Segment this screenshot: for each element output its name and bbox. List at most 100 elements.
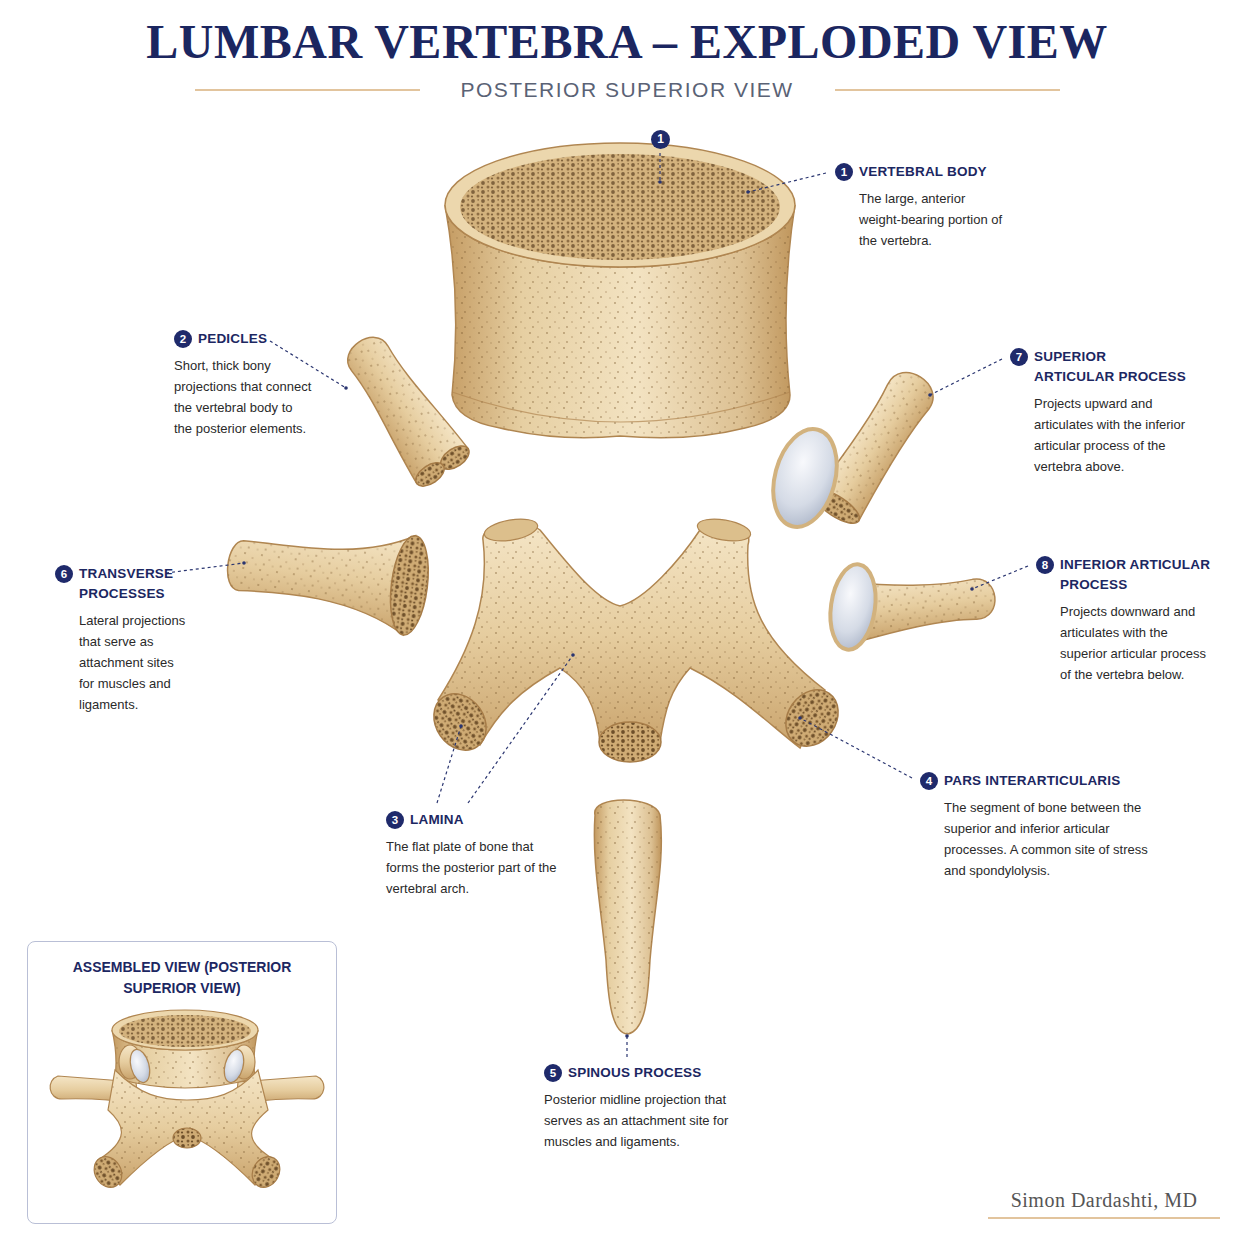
lamina-arch: [98, 1070, 275, 1185]
leader-line: [468, 655, 573, 803]
lamina-arch: [423, 515, 849, 762]
part-description: Projects downward and articulates with t…: [1060, 601, 1212, 685]
leader-dot: [746, 190, 750, 194]
part-description: The segment of bone between the superior…: [944, 797, 1166, 881]
leader-dot: [242, 561, 246, 565]
cut-surface: [775, 680, 849, 757]
callout-number: 6: [55, 565, 73, 583]
callout-label: 7SUPERIOR ARTICULAR PROCESS Projects upwa…: [1010, 347, 1189, 477]
callout-heading-row: 1 VERTEBRAL BODY: [835, 162, 1039, 182]
callout-number: 4: [920, 772, 938, 790]
part-description: The flat plate of bone that forms the po…: [386, 836, 558, 899]
cancellous-bone: [460, 154, 780, 260]
callout-number: 7: [1010, 348, 1028, 366]
part-name: LAMINA: [410, 810, 560, 830]
process-shaft: [222, 513, 415, 635]
cut-surface: [173, 1128, 201, 1148]
cut-surface: [247, 1152, 286, 1193]
diagram-title: LUMBAR VERTEBRA – EXPLODED VIEW: [146, 12, 1108, 72]
part-name: PARS INTERARTICULARIS: [944, 771, 1164, 791]
label-wrapper: POSTERIOR SUPERIOR VIEW: [460, 77, 793, 103]
leader-line: [659, 153, 660, 182]
callout-label: 6 TRANSVERSE PROCESSES Lateral projections…: [55, 564, 189, 715]
endplate-rim: [112, 1010, 258, 1050]
author-signature: Simon Dardashti, MD: [988, 1188, 1220, 1212]
callout-heading-row: 8 INFERIOR ARTICULAR PROCESS: [1036, 555, 1212, 595]
callout-heading-row: 7SUPERIOR ARTICULAR PROCESS: [1010, 347, 1189, 387]
endplate-rim: [445, 143, 795, 267]
callout-heading-row: 5 SPINOUS PROCESS: [544, 1063, 748, 1083]
label-wrapper: Simon Dardashti, MD: [988, 1188, 1220, 1212]
lamina: [438, 522, 825, 748]
assembled-vertebra: [50, 1010, 324, 1192]
callout-heading-row: 4 PARS INTERARTICULARIS: [920, 771, 1166, 791]
cut-surface: [423, 684, 497, 761]
callout-heading-row: 3 LAMINA: [386, 810, 560, 830]
part-name: INFERIOR ARTICULAR PROCESS: [1060, 555, 1212, 595]
articular-facet: [763, 422, 847, 534]
leader-line: [748, 173, 826, 192]
cut-surface: [89, 1152, 128, 1193]
leader-dot: [798, 716, 802, 720]
inset-panel: ASSEMBLED VIEW (POSTERIOR SUPERIOR VIEW): [27, 941, 337, 1224]
callout-label: 2 PEDICLES Short, thick bony projections t…: [174, 329, 358, 439]
callout-number: 8: [1036, 556, 1054, 574]
bone-pores: [594, 800, 661, 1034]
callout-label: 3 LAMINA The flat plate of bone that forms…: [386, 810, 560, 899]
part-description: Posterior midline projection that serves…: [544, 1089, 740, 1152]
leader-dot: [928, 393, 932, 397]
callout-label: 4 PARS INTERARTICULARIS The segment of bon…: [920, 771, 1166, 881]
part-name: VERTEBRAL BODY: [859, 162, 1039, 182]
callout-number: 5: [544, 1064, 562, 1082]
header-rule: [835, 89, 1060, 91]
callout-label: 8 INFERIOR ARTICULAR PROCESS Projects down…: [1036, 555, 1212, 685]
leader-lines: [166, 153, 1028, 1057]
articular-facet: [127, 1047, 153, 1085]
leader-line: [930, 359, 1002, 395]
header-rule: [195, 89, 420, 91]
part-name: PEDICLES: [198, 329, 358, 349]
callout-label: 5 SPINOUS PROCESS Posterior midline projec…: [544, 1063, 748, 1152]
part-name: SPINOUS PROCESS: [568, 1063, 748, 1083]
part-description: The large, anterior weight-bearing porti…: [859, 188, 1004, 251]
title-wrapper: LUMBAR VERTEBRA – EXPLODED VIEW: [146, 12, 1108, 72]
callout-marker: 1: [651, 130, 670, 149]
cancellous-bone: [119, 1015, 251, 1047]
part-description: Projects upward and articulates with the…: [1034, 393, 1189, 477]
callout-number: 1: [651, 130, 670, 149]
callout-heading-row: 2 PEDICLES: [174, 329, 358, 349]
cut-surface: [412, 458, 449, 491]
pedicle: [333, 325, 473, 491]
leader-dot: [344, 386, 348, 390]
bone-pores: [98, 1070, 275, 1185]
leader-line: [626, 1036, 627, 1057]
callout-heading-row: 6 TRANSVERSE PROCESSES: [55, 564, 189, 604]
spinous-shaft: [594, 800, 661, 1034]
callout-number: 1: [835, 163, 853, 181]
leader-line: [800, 718, 912, 778]
part-description: Short, thick bony projections that conne…: [174, 355, 312, 439]
leader-dot: [658, 180, 662, 184]
leader-dot: [459, 724, 463, 728]
leader-line: [437, 726, 461, 803]
callout-number: 2: [174, 330, 192, 348]
leader-line: [972, 566, 1028, 589]
leader-dot: [625, 1034, 629, 1038]
bone-pores: [222, 513, 415, 635]
leader-dots: [242, 180, 974, 1038]
leader-line: [166, 563, 244, 573]
part-description: Lateral projections that serve as attach…: [79, 610, 189, 715]
part-name: TRANSVERSE PROCESSES: [79, 564, 189, 604]
leader-dot: [571, 653, 575, 657]
callout-label: 1 VERTEBRAL BODY The large, anterior weigh…: [835, 162, 1039, 251]
callout-number: 3: [386, 811, 404, 829]
cut-surface: [599, 722, 661, 762]
transverse-process: [222, 513, 433, 637]
vertebral-body: [445, 143, 795, 438]
cut-surface: [385, 534, 433, 638]
spinous-process: [594, 800, 661, 1034]
articular-facet: [221, 1047, 247, 1085]
signature-rule: [988, 1217, 1220, 1219]
leader-dot: [970, 587, 974, 591]
articular-facet: [825, 561, 881, 652]
